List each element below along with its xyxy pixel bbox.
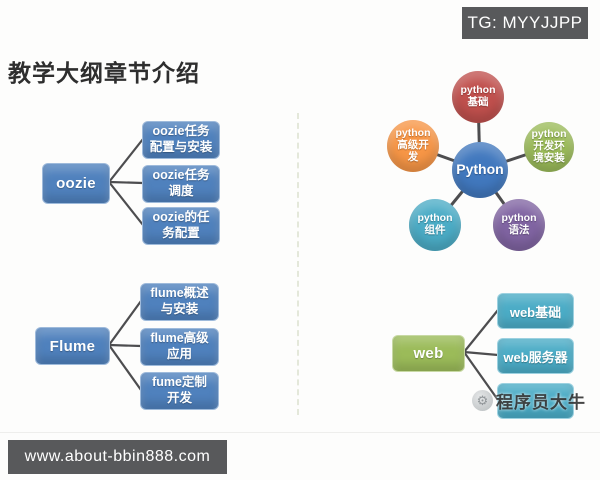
oozie-root-node: oozie <box>42 163 110 204</box>
telegram-badge: TG: MYYJJPP <box>462 7 588 39</box>
python-syntax-node: python 语法 <box>493 199 545 251</box>
web-root-node: web <box>392 335 465 372</box>
gear-logo-icon: ⚙ <box>472 390 493 411</box>
web-child-basics: web基础 <box>497 293 574 329</box>
python-components-node: python 组件 <box>409 199 461 251</box>
oozie-child-config-install: oozie任务 配置与安装 <box>142 121 220 159</box>
python-basics-node: python 基础 <box>452 71 504 123</box>
content-bottom-rule <box>0 432 600 433</box>
flume-child-custom-dev: fume定制 开发 <box>140 372 219 410</box>
oozie-child-scheduling: oozie任务 调度 <box>142 165 220 203</box>
python-advanced-dev-node: python 高级开 发 <box>387 120 439 172</box>
flume-child-advanced-apps: flume高级 应用 <box>140 328 219 366</box>
watermark: ⚙ 程序员大牛 <box>472 388 586 413</box>
python-env-install-node: python 开发环 境安装 <box>524 122 574 172</box>
section-divider <box>297 113 299 415</box>
web-child-obscured <box>497 383 574 419</box>
flume-root-node: Flume <box>35 327 110 365</box>
web-child-server: web服务器 <box>497 338 574 374</box>
page-title: 教学大纲章节介绍 <box>8 60 200 86</box>
watermark-label: 程序员大牛 <box>496 393 586 412</box>
python-center-node: Python <box>452 142 508 198</box>
oozie-child-task-config: oozie的任 务配置 <box>142 207 220 245</box>
web-root-label: web <box>413 345 444 362</box>
oozie-root-label: oozie <box>56 175 96 192</box>
flume-child-overview-install: flume概述 与安装 <box>140 283 219 321</box>
website-badge: www.about-bbin888.com <box>8 440 227 474</box>
flume-root-label: Flume <box>49 337 96 355</box>
